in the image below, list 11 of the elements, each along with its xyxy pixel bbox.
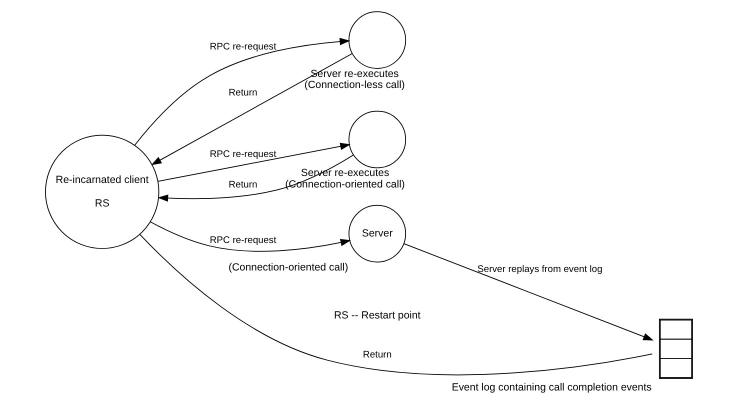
- edge-label: Return: [362, 349, 392, 360]
- label: RS -- Restart point: [334, 310, 420, 322]
- edge-label: Server replays from event log: [476, 264, 602, 275]
- edge-label: RPC re-request: [209, 42, 276, 52]
- node-label: (Connection-less call): [304, 80, 404, 92]
- edge-label: Return: [228, 88, 257, 99]
- edge-label: RPC re-request: [209, 235, 276, 246]
- node-label: Event log containing call completion events: [451, 382, 652, 394]
- edge-label: RPC re-request: [209, 148, 276, 160]
- edge-label: Return: [228, 179, 257, 190]
- node-label: (Connection-oriented call): [228, 262, 348, 274]
